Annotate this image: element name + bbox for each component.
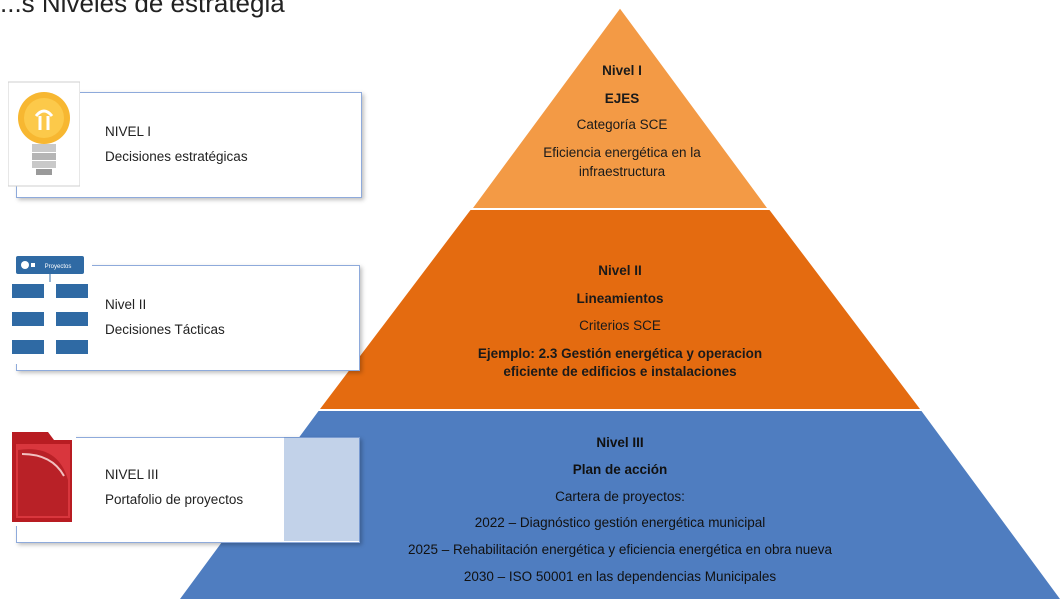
level-2-heading: Lineamientos [576,291,663,306]
lightbulb-icon [7,74,81,190]
level-2-desc-1: Ejemplo: 2.3 Gestión energética y operac… [478,346,762,361]
level-2-desc-2: eficiente de edificios e instalaciones [503,364,736,379]
level-1-heading: EJES [605,91,640,106]
project-chart-icon: Proyectos [8,252,92,364]
level-3-side-subtitle: Portafolio de proyectos [105,492,244,507]
level-1-category: Categoría SCE [577,117,668,132]
mini-chart-label: Proyectos [45,264,72,270]
level-2-box-label: Nivel II Decisiones Tácticas [105,292,225,342]
level-2-category: Criterios SCE [579,318,661,333]
level-2-label: Nivel II [598,263,642,278]
level-1-side-title: NIVEL I [105,124,152,139]
pyramid-level-1-text: Nivel I EJES Categoría SCE Eficiencia en… [543,63,701,179]
portfolio-folder-icon [8,424,76,526]
level-3-desc-3: 2030 – ISO 50001 en las dependencias Mun… [464,569,776,584]
level-2-side-subtitle: Decisiones Tácticas [105,322,225,337]
level-3-box-label: NIVEL III Portafolio de proyectos [105,462,243,512]
level-2-side-title: Nivel II [105,297,147,312]
pyramid-level-2 [315,208,925,411]
level-3-heading: Plan de acción [573,462,668,477]
level-3-side-title: NIVEL III [105,467,159,482]
level-1-desc-1: Eficiencia energética en la [543,145,701,160]
level-3-label: Nivel III [596,435,643,450]
level-3-category: Cartera de proyectos: [555,489,685,504]
pyramid-level-3-text: Nivel III Plan de acción Cartera de proy… [408,435,833,584]
header-fragment: ...s Niveles de estrategia [0,0,285,18]
level-1-desc-2: infraestructura [579,164,666,179]
level-1-label: Nivel I [602,63,642,78]
level-3-desc-1: 2022 – Diagnóstico gestión energética mu… [475,515,765,530]
level-1-box-label: NIVEL I Decisiones estratégicas [105,119,248,169]
level-1-side-subtitle: Decisiones estratégicas [105,149,248,164]
level-3-desc-2: 2025 – Rehabilitación energética y efici… [408,542,833,557]
pyramid-level-2-text: Nivel II Lineamientos Criterios SCE Ejem… [478,263,762,379]
